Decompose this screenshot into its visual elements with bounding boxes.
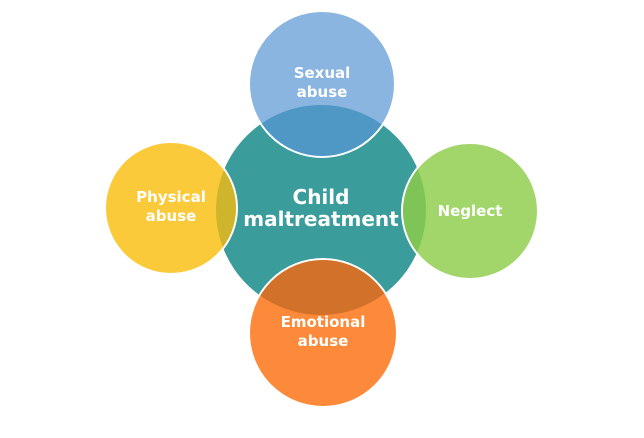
center-label-line1: Child (293, 185, 350, 209)
node-label-physical: Physical (136, 188, 206, 206)
node-neglect: Neglect (401, 142, 539, 280)
node-label-emotional: abuse (298, 332, 349, 350)
node-label-physical: abuse (146, 207, 197, 225)
node-circle-neglect (401, 142, 539, 280)
node-label-sexual: abuse (297, 83, 348, 101)
overlap-sexual (250, 105, 394, 156)
center-label-line2: maltreatment (243, 207, 399, 231)
node-circle-physical (104, 141, 238, 275)
node-label-neglect: Neglect (438, 202, 503, 220)
node-label-emotional: Emotional (281, 313, 366, 331)
node-label-sexual: Sexual (294, 64, 351, 82)
center-circle (216, 105, 426, 315)
overlap-emotional (250, 260, 396, 315)
